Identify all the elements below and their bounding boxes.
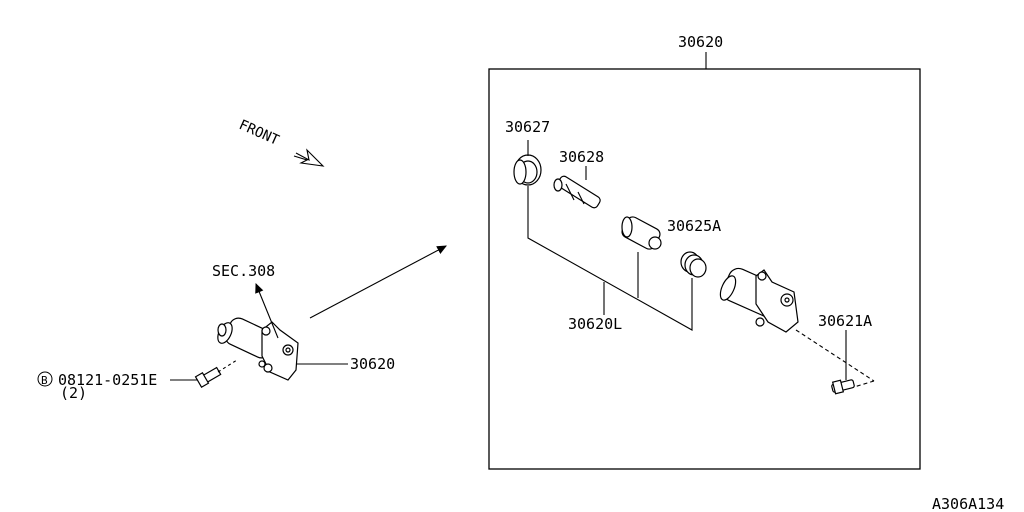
bleeder-screw <box>831 379 855 395</box>
slave-cylinder-assembly <box>217 317 299 381</box>
diagram-id: A306A134 <box>932 495 1004 512</box>
assembly-left-label: 30620 <box>350 355 395 373</box>
assembly-top-label: 30620 <box>678 33 723 51</box>
spring-seat <box>621 216 662 250</box>
bolt <box>194 366 222 389</box>
front-label: FRONT <box>236 117 282 149</box>
piston-label: 30628 <box>559 148 604 166</box>
bolt-marker-icon <box>37 371 53 387</box>
bleeder-label: 30621A <box>818 312 872 330</box>
kit-label: 30620L <box>568 315 622 333</box>
sec-label: SEC.308 <box>212 262 275 280</box>
bolt-qty-label: (2) <box>60 384 87 402</box>
seal-label: 30627 <box>505 118 550 136</box>
cylinder-body <box>719 267 799 333</box>
spring <box>680 251 707 278</box>
seal <box>513 154 542 186</box>
piston <box>553 175 601 209</box>
front-arrow-icon <box>293 148 325 167</box>
bolt-marker: B <box>41 374 48 387</box>
spring-seat-label: 30625A <box>667 217 721 235</box>
bolt-part-label: 08121-0251E <box>58 371 157 389</box>
exploded-view-frame <box>488 68 921 470</box>
